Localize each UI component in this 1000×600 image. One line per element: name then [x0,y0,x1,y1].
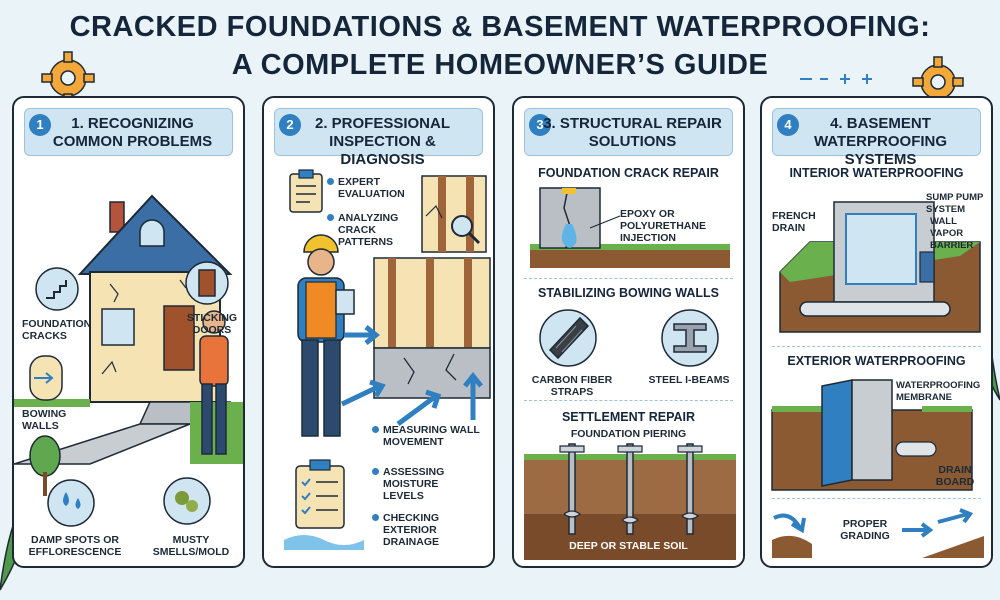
epoxy-injection-label: Epoxy or Polyurethane Injection [620,208,706,244]
damp-spots-label: Damp Spots or Efflorescence [28,534,122,558]
bowing-wall-icon [29,355,63,401]
membrane-label: Waterproofing Membrane [896,380,981,403]
step-number-badge: 4 [777,114,799,136]
exterior-waterproofing-diagram [771,379,973,491]
expert-evaluation-label: Expert Evaluation [338,176,405,200]
panel-header: 4 4. Basement Waterproofing Systems [772,108,981,168]
step-number-badge: 1 [29,114,51,136]
panel-header: 2 2. Professional Inspection & Diagnosis [274,108,483,168]
arrow-icon [340,379,386,407]
page-title: Cracked Foundations & Basement Waterproo… [0,8,1000,84]
foundation-crack-icon [35,267,79,311]
checklist-icon [295,459,345,529]
section-title-bowing-walls: Stabilizing Bowing Walls [538,286,719,300]
foundation-piering-label: Foundation Piering [570,428,687,440]
water-drops-icon [47,479,95,527]
section-title-settlement: Settlement Repair [561,410,696,424]
section-divider [772,498,981,499]
arrow-up-icon [463,371,483,420]
panel-professional-inspection: 2 2. Professional Inspection & Diagnosis… [262,96,495,568]
section-divider [524,278,733,279]
panel-structural-repair: 3 3. Structural Repair Solutions Foundat… [512,96,745,568]
mold-icon [163,477,211,525]
bowing-walls-label: Bowing Walls [22,408,67,432]
measuring-movement-label: Measuring Wall Movement [383,424,480,448]
panel-waterproofing-systems: 4 4. Basement Waterproofing Systems Inte… [760,96,993,568]
bullet-dot [372,514,379,521]
interior-waterproofing-diagram [779,201,981,333]
panel-recognizing-problems: 1 1. Recognizing Common Problems Foundat… [12,96,245,568]
water-puddle-icon [284,535,364,550]
french-drain-label: French Drain [772,210,816,234]
panel-title: 2. Professional Inspection & Diagnosis [314,115,451,168]
decorative-dash-marks [800,74,872,84]
vapor-barrier-label: Wall Vapor Barrier [930,216,974,251]
arrow-icon [396,389,442,427]
step-number-badge: 3 [529,114,551,136]
carbon-fiber-strap-icon [539,309,597,367]
section-divider [524,400,733,401]
panel-title: 4. Basement Waterproofing Systems [813,115,948,168]
title-line-2: A Complete Homeowner’s Guide [231,49,769,81]
crack-wall-magnifier [421,175,487,253]
drain-board-label: Drain Board [935,464,975,488]
homeowner-figure [199,310,229,455]
foundation-wall-diagram [373,257,491,399]
arrow-icon [344,325,381,345]
crack-injection-diagram [530,187,730,268]
panel-header: 1 1. Recognizing Common Problems [24,108,233,156]
inspector-figure [297,234,355,437]
carbon-fiber-label: Carbon Fiber Straps [531,374,613,398]
musty-smells-label: Musty Smells/Mold [152,534,230,558]
panel-title: 3. Structural Repair Solutions [543,115,722,150]
steel-beams-label: Steel I-Beams [648,374,730,386]
sticking-doors-label: Sticking Doors [186,312,238,336]
section-title-exterior: Exterior Waterproofing [787,354,966,368]
piering-diagram [524,443,736,560]
bullet-dot [372,426,379,433]
analyzing-crack-label: Analyzing Crack Patterns [338,212,399,248]
grading-diagram [772,508,984,558]
panel-title: 1. Recognizing Common Problems [52,115,213,150]
assessing-moisture-label: Assessing Moisture Levels [383,466,445,502]
bullet-dot [327,214,334,221]
section-title-crack-repair: Foundation Crack Repair [538,166,719,180]
panel-header: 3 3. Structural Repair Solutions [524,108,733,156]
steel-i-beam-icon [661,309,719,367]
title-line-1: Cracked Foundations & Basement Waterproo… [69,11,931,43]
tree-icon [29,435,61,496]
section-title-interior: Interior Waterproofing [789,166,964,180]
proper-grading-label: Proper Grading [840,518,890,542]
clipboard-icon [289,169,323,213]
checking-drainage-label: Checking Exterior Drainage [383,512,440,548]
section-divider [772,346,981,347]
sump-pump-label: Sump Pump System [926,192,984,215]
bullet-dot [327,178,334,185]
step-number-badge: 2 [279,114,301,136]
door-icon [185,261,229,305]
deep-soil-label: Deep or Stable Soil [569,540,688,552]
foundation-cracks-label: Foundation Cracks [22,318,92,342]
bullet-dot [372,468,379,475]
